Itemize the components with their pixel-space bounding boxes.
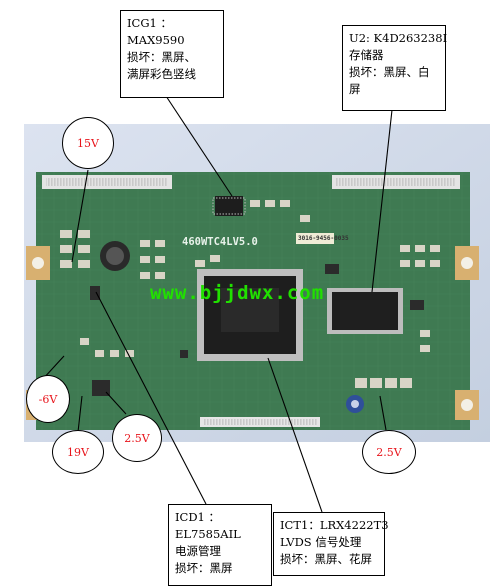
callout-ict1-line2: LVDS 信号处理 [280,535,362,549]
smd-components [60,200,440,388]
callout-u2-line2: 存储器 [349,48,384,62]
callout-icd1: ICD1 ： EL7585AIL 电源管理 损坏：黑屏 [168,504,272,586]
callout-u2-line1: U2: K4D263238I [349,31,448,45]
voltage-2-5v-left: 2.5V [112,414,162,462]
callout-u2-line3: 损坏：黑屏、白 [349,65,430,79]
voltage-19v: 19V [52,430,104,474]
callout-icg1-line1: ICG1 ： [127,16,173,30]
leader-lines [41,95,393,513]
callout-icd1-line2: EL7585AIL [175,527,241,541]
ict1-main-chip [197,269,303,361]
callout-icg1-line4: 满屏彩色竖线 [127,67,196,81]
board-sticker [296,233,334,244]
callout-icg1-line3: 损坏：黑屏、 [127,50,196,64]
callout-icd1-line4: 损坏：黑屏 [175,561,233,575]
top-connectors [42,175,460,189]
watermark-url: www.bjjdwx.com [150,282,325,304]
capacitor [346,395,364,413]
icg1-chip [212,196,246,216]
dark-components [90,264,424,396]
callout-icd1-line3: 电源管理 [175,544,221,558]
voltage-2-5v-right: 2.5V [362,430,416,474]
inductor [100,241,130,271]
callout-icg1-line2: MAX9590 [127,33,185,47]
callout-u2-line4: 屏 [349,82,361,96]
callout-ict1: ICT1：LRX4222T3 LVDS 信号处理 损坏：黑屏、花屏 [273,512,389,576]
callout-icd1-line1: ICD1 ： [175,510,221,524]
bottom-connector [200,417,320,427]
callout-ict1-line1: ICT1：LRX4222T3 [280,518,389,532]
callout-icg1: ICG1 ： MAX9590 损坏：黑屏、 满屏彩色竖线 [120,10,224,98]
board-sticker-label: 3016-9456-0035 [298,235,349,242]
callout-ict1-line3: 损坏：黑屏、花屏 [280,552,372,566]
voltage-15v: 15V [62,117,114,169]
voltage-neg6v: -6V [26,375,70,423]
callout-u2: U2: K4D263238I 存储器 损坏：黑屏、白 屏 [342,25,448,111]
u2-memory-chip [327,288,403,334]
board-model-label: 460WTC4LV5.0 [182,236,258,248]
